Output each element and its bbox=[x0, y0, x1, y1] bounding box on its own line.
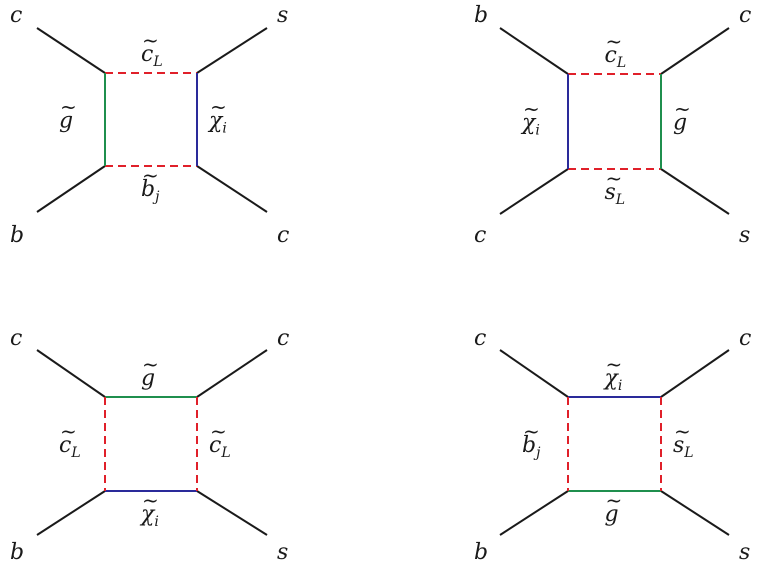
label-top-base: g bbox=[141, 366, 155, 391]
external-leg-bl bbox=[36, 165, 106, 213]
label-left-tilde: ~ bbox=[523, 97, 540, 121]
label-right-tilde: ~ bbox=[674, 97, 691, 121]
label-right-base: g bbox=[673, 111, 687, 136]
label-top-tilde: ~ bbox=[606, 29, 623, 53]
label-left-tilde: ~ bbox=[523, 419, 540, 443]
label-top: cL bbox=[141, 42, 163, 70]
external-label-bottom-left: b bbox=[10, 223, 24, 248]
label-bottom-subscript: i bbox=[154, 514, 158, 530]
label-left-subscript: L bbox=[70, 445, 80, 461]
external-label-top-right: s bbox=[277, 3, 288, 28]
external-leg-br bbox=[660, 168, 730, 215]
external-label-bottom-right: s bbox=[739, 540, 750, 565]
external-label-top-left: c bbox=[474, 326, 486, 351]
label-left-subscript: i bbox=[535, 123, 539, 139]
external-label-top-right: c bbox=[739, 3, 751, 28]
label-top-tilde: ~ bbox=[606, 352, 623, 376]
label-left-base: g bbox=[59, 109, 73, 134]
external-leg-tr bbox=[660, 349, 730, 398]
label-right: sL bbox=[673, 433, 694, 461]
label-bottom: g bbox=[605, 502, 619, 527]
label-left-tilde: ~ bbox=[60, 419, 77, 443]
external-leg-tl bbox=[499, 349, 569, 398]
label-top-base: c bbox=[141, 42, 153, 67]
label-left-base: c bbox=[59, 433, 71, 458]
label-right-tilde: ~ bbox=[210, 419, 227, 443]
label-top: χi bbox=[603, 366, 623, 394]
label-left-subscript: j bbox=[533, 445, 541, 461]
label-bottom-base: χ bbox=[139, 502, 156, 527]
external-label-top-left: b bbox=[474, 3, 488, 28]
external-label-top-right: c bbox=[739, 326, 751, 351]
label-right-subscript: i bbox=[222, 121, 226, 137]
label-bottom-base: b bbox=[141, 177, 155, 202]
external-label-top-right: c bbox=[277, 326, 289, 351]
label-top-tilde: ~ bbox=[142, 28, 159, 52]
external-label-bottom-left: b bbox=[10, 540, 24, 565]
label-bottom-subscript: L bbox=[615, 192, 625, 208]
label-left: cL bbox=[59, 433, 81, 461]
external-label-bottom-left: b bbox=[474, 540, 488, 565]
label-left-base: χ bbox=[520, 111, 537, 136]
label-left: χi bbox=[520, 111, 540, 139]
label-right-base: c bbox=[209, 433, 221, 458]
external-leg-tr bbox=[196, 27, 268, 74]
label-bottom-tilde: ~ bbox=[606, 488, 623, 512]
label-right: g bbox=[673, 111, 687, 136]
external-label-top-left: c bbox=[10, 326, 22, 351]
label-top-subscript: L bbox=[616, 55, 626, 71]
external-label-top-left: c bbox=[10, 3, 22, 28]
label-bottom-tilde: ~ bbox=[142, 163, 159, 187]
external-leg-tr bbox=[660, 27, 730, 75]
label-right-subscript: L bbox=[220, 445, 230, 461]
external-leg-tl bbox=[499, 27, 569, 75]
external-leg-br bbox=[196, 165, 268, 213]
label-bottom-base: g bbox=[605, 502, 619, 527]
label-top-subscript: L bbox=[152, 54, 162, 70]
label-bottom-subscript: j bbox=[152, 189, 160, 205]
label-right-base: s bbox=[673, 433, 684, 458]
label-bottom: sL bbox=[605, 180, 626, 208]
external-leg-tl bbox=[36, 349, 106, 398]
external-leg-bl bbox=[499, 168, 569, 215]
label-right: χi bbox=[207, 109, 227, 137]
label-right-base: χ bbox=[207, 109, 224, 134]
label-bottom-tilde: ~ bbox=[142, 488, 159, 512]
label-left: g bbox=[59, 109, 73, 134]
external-label-bottom-right: s bbox=[277, 540, 288, 565]
label-top-base: χ bbox=[603, 366, 620, 391]
external-label-bottom-right: s bbox=[739, 223, 750, 248]
external-leg-br bbox=[660, 490, 730, 536]
label-right-tilde: ~ bbox=[674, 419, 691, 443]
label-right: cL bbox=[209, 433, 231, 461]
external-label-bottom-left: c bbox=[474, 223, 486, 248]
label-top-tilde: ~ bbox=[142, 352, 159, 376]
label-top: cL bbox=[605, 43, 627, 71]
label-right-subscript: L bbox=[683, 445, 693, 461]
label-bottom: χi bbox=[139, 502, 159, 530]
external-leg-bl bbox=[499, 490, 569, 536]
label-bottom-base: s bbox=[605, 180, 616, 205]
label-left-tilde: ~ bbox=[60, 95, 77, 119]
label-top: g bbox=[141, 366, 155, 391]
label-bottom: bj bbox=[141, 177, 160, 205]
label-bottom-tilde: ~ bbox=[606, 166, 623, 190]
external-leg-tr bbox=[196, 349, 268, 398]
external-leg-tl bbox=[36, 27, 106, 74]
label-top-subscript: i bbox=[618, 378, 622, 394]
label-right-tilde: ~ bbox=[210, 95, 227, 119]
label-top-base: c bbox=[605, 43, 617, 68]
label-left: bj bbox=[522, 433, 541, 461]
label-left-base: b bbox=[522, 433, 536, 458]
external-label-bottom-right: c bbox=[277, 223, 289, 248]
external-leg-br bbox=[196, 490, 268, 536]
external-leg-bl bbox=[36, 490, 106, 536]
